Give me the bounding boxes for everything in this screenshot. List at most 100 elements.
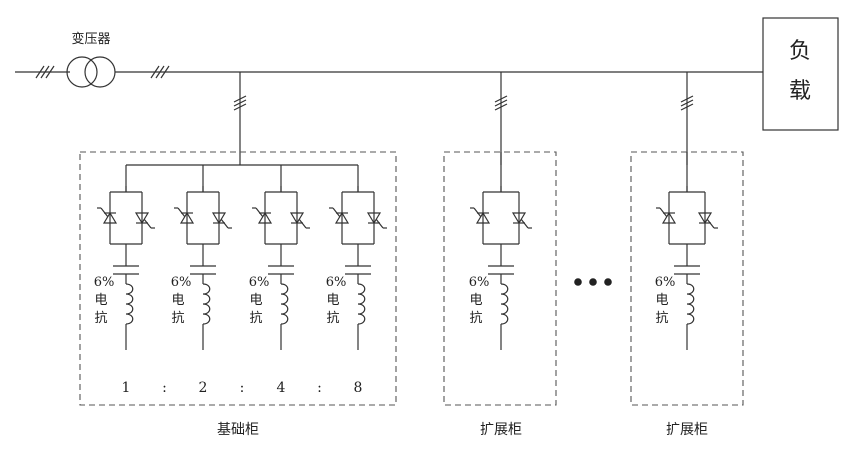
ellipsis-dot [604, 278, 612, 286]
base-cabinet-label: 基础柜 [217, 421, 259, 438]
ratio-number: 1 [122, 380, 131, 396]
slash-mark [494, 95, 508, 103]
transformer-symbol [66, 56, 116, 88]
inductor-coil [280, 283, 289, 325]
reactor-label-char: 电 [469, 293, 482, 308]
reactor [125, 283, 134, 325]
transformer-winding [84, 56, 116, 88]
ratio-number: 2 [199, 380, 208, 396]
reactor-percent-label: 6% [249, 275, 270, 290]
slash-mark [680, 103, 694, 111]
reactor-percent-label: 6% [171, 275, 192, 290]
gate-lead [332, 207, 341, 218]
reactor-label-char: 抗 [94, 311, 107, 326]
reactor [500, 283, 509, 325]
thyristor-down [289, 212, 305, 225]
capacitor [113, 265, 139, 275]
expansion-cabinet-label: 扩展柜 [666, 422, 708, 438]
three-phase-mark [35, 65, 55, 79]
three-phase-mark [150, 65, 170, 79]
gate-lead [659, 207, 668, 218]
inductor-coil [500, 283, 509, 325]
thyristor-pair [252, 186, 310, 245]
gate-lead [375, 218, 384, 229]
slash-mark [494, 103, 508, 111]
expansion-cabinet-label: 扩展柜 [480, 422, 522, 438]
gate-lead [143, 218, 152, 229]
slash-mark [233, 103, 247, 111]
ratio-separator: : [317, 380, 322, 396]
slash-mark [155, 65, 165, 79]
slash-mark [160, 65, 170, 79]
reactor-label-char: 电 [655, 293, 668, 308]
thyristor-down [134, 212, 150, 225]
thyristor-up [102, 211, 118, 224]
reactor-percent-label: 6% [655, 275, 676, 290]
reactor [686, 283, 695, 325]
base-cabinet-box [79, 151, 397, 406]
slash-mark [680, 95, 694, 103]
slash-mark [680, 99, 694, 107]
inductor-coil [686, 283, 695, 325]
thyristor-down [211, 212, 227, 225]
slash-mark [40, 65, 50, 79]
capacitor [345, 265, 371, 275]
reactor-label-char: 电 [326, 293, 339, 308]
inductor-coil [202, 283, 211, 325]
thyristor-up [179, 211, 195, 224]
gate-lead [100, 207, 109, 218]
transformer-winding [66, 56, 98, 88]
reactor-percent-label: 6% [469, 275, 490, 290]
thyristor-up [661, 211, 677, 224]
thyristor-pair [174, 186, 232, 245]
reactor-percent-label: 6% [94, 275, 115, 290]
thyristor-down [697, 212, 713, 225]
gate-lead [298, 218, 307, 229]
slash-mark [233, 95, 247, 103]
reactor-label-char: 抗 [171, 311, 184, 326]
reactor-label-char: 抗 [655, 311, 668, 326]
thyristor-down [511, 212, 527, 225]
thyristor-pair [656, 186, 718, 245]
slash-mark [233, 99, 247, 107]
gate-lead [520, 218, 529, 229]
slash-mark [35, 65, 45, 79]
gate-lead [255, 207, 264, 218]
thyristor-down [366, 212, 382, 225]
capacitor [268, 265, 294, 275]
ratio-separator: : [240, 380, 245, 396]
gate-lead [706, 218, 715, 229]
ellipsis-dot [589, 278, 597, 286]
reactor-label-char: 电 [94, 293, 107, 308]
thyristor-pair [329, 186, 387, 245]
capacitor [190, 265, 216, 275]
capacitor [488, 265, 514, 275]
ellipsis-dot [574, 278, 582, 286]
three-phase-mark [233, 95, 247, 111]
inductor-coil [125, 283, 134, 325]
gate-lead [473, 207, 482, 218]
load-label-char: 载 [789, 79, 811, 104]
reactor-label-char: 抗 [469, 311, 482, 326]
reactor [357, 283, 366, 325]
gate-lead [177, 207, 186, 218]
thyristor-up [475, 211, 491, 224]
thyristor-pair [470, 186, 532, 245]
reactor [202, 283, 211, 325]
ellipsis-dots [574, 278, 612, 286]
ratio-separator: : [162, 380, 167, 396]
reactor-percent-label: 6% [326, 275, 347, 290]
three-phase-mark [494, 95, 508, 111]
load-label-char: 负 [789, 39, 811, 64]
reactor-label-char: 抗 [249, 311, 262, 326]
ratio-number: 4 [277, 380, 286, 396]
slash-mark [150, 65, 160, 79]
thyristor-pair [97, 186, 155, 245]
reactor [280, 283, 289, 325]
transformer-label: 变压器 [71, 31, 110, 47]
reactor-label-char: 抗 [326, 311, 339, 326]
slash-mark [494, 99, 508, 107]
gate-lead [220, 218, 229, 229]
thyristor-up [334, 211, 350, 224]
expansion-cabinet-box [443, 151, 557, 406]
